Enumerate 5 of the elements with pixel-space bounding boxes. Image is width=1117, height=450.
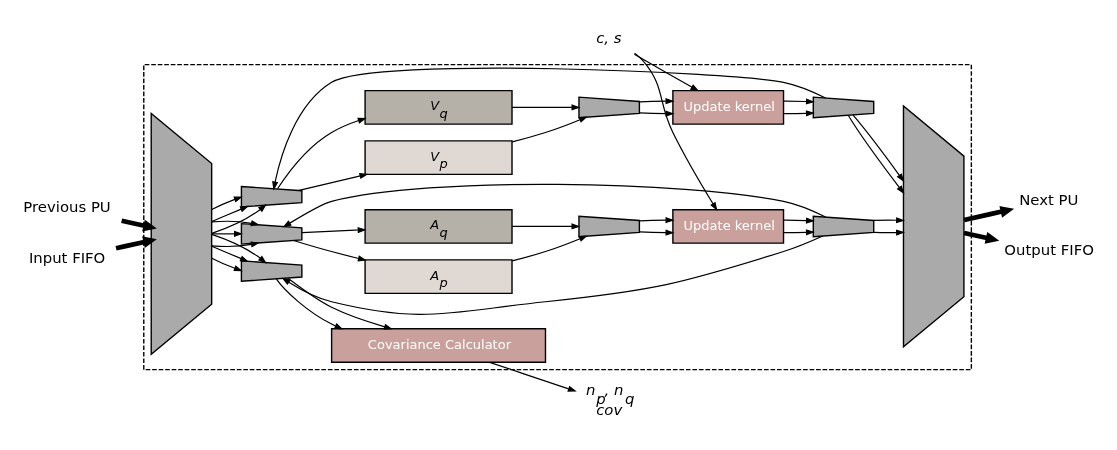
node-text: c, s bbox=[596, 28, 622, 47]
node-text: Next PU bbox=[1019, 190, 1079, 209]
node-text: Input FIFO bbox=[28, 248, 106, 267]
node-text: Previous PU bbox=[23, 197, 111, 216]
node-text: Output FIFO bbox=[1004, 240, 1094, 259]
